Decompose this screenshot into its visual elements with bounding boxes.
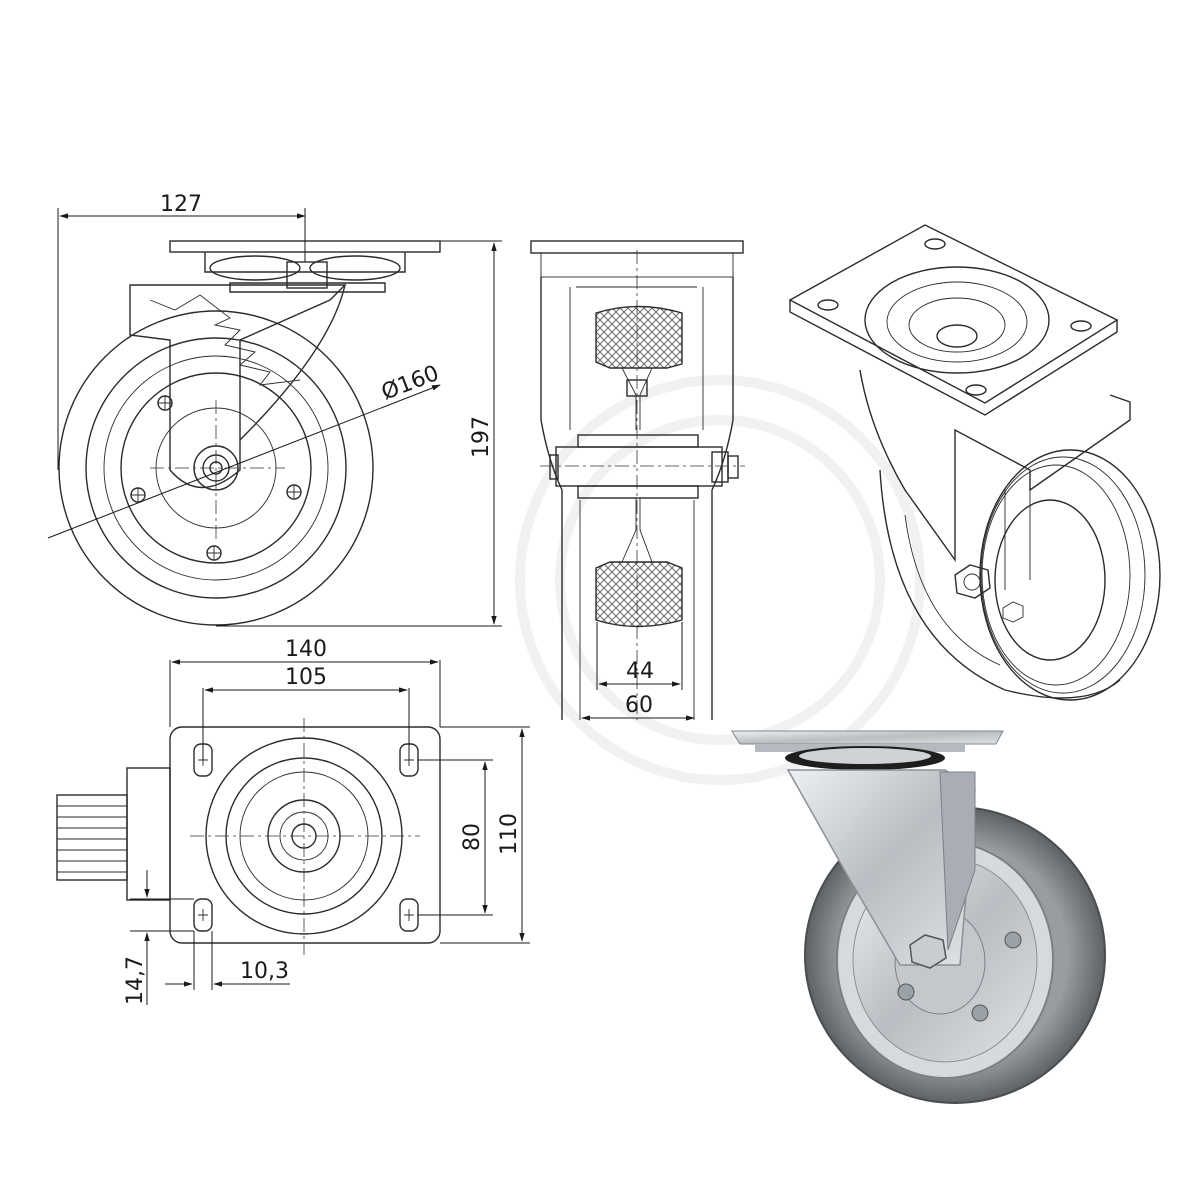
tire-section-bottom	[595, 561, 683, 628]
dim-60: 60	[625, 693, 653, 718]
photo-fork	[786, 769, 976, 966]
tire-section-top	[595, 305, 683, 369]
dim-197: 197	[469, 416, 494, 458]
dim-10-3: 10,3	[240, 959, 289, 984]
watermark	[515, 375, 925, 785]
top-view: 140 105 80 110 14,7 10,3	[56, 637, 530, 1005]
dim-110: 110	[497, 813, 522, 855]
dim-14-7: 14,7	[123, 956, 148, 1005]
dim-127: 127	[160, 192, 202, 217]
dim-80: 80	[460, 823, 485, 851]
product-photo	[731, 730, 1106, 1104]
wheel-outer	[58, 310, 374, 626]
side-view: 127 197 Ø160	[47, 192, 502, 627]
dim-105: 105	[285, 665, 327, 690]
dim-140: 140	[285, 637, 327, 662]
dim-44: 44	[626, 659, 654, 684]
front-view: 44 60	[530, 240, 745, 721]
isometric-view	[788, 224, 1161, 701]
dim-diameter: Ø160	[378, 361, 442, 406]
